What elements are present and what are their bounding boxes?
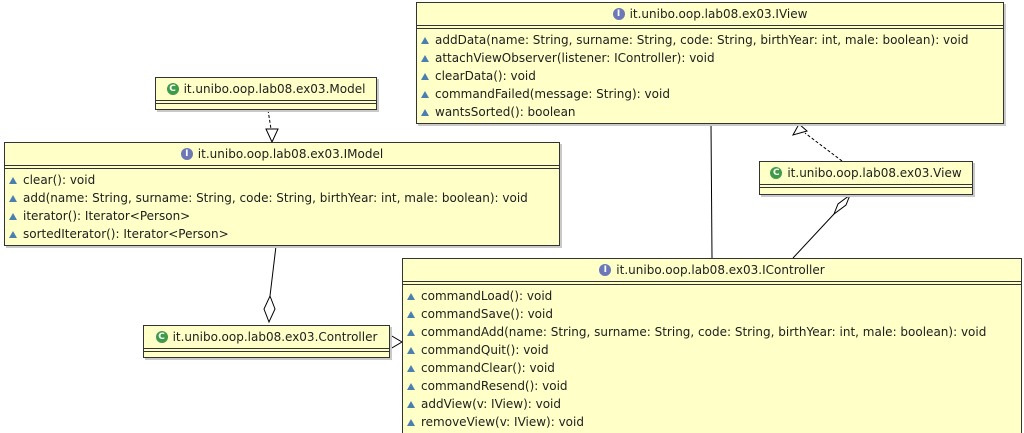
public-visibility-icon	[9, 176, 17, 184]
operation-row: wantsSorted(): boolean	[417, 103, 1003, 121]
aggregation-diamond-view	[832, 193, 852, 216]
class-box-view[interactable]: C it.unibo.oop.lab08.ex03.View	[759, 161, 973, 195]
operation-signature: add(name: String, surname: String, code:…	[23, 191, 528, 205]
edge-view-icontroller-aggregation	[792, 213, 835, 259]
operation-row: commandSave(): void	[403, 305, 1021, 323]
class-header: I it.unibo.oop.lab08.ex03.IController	[403, 259, 1021, 282]
operation-row: commandLoad(): void	[403, 287, 1021, 305]
operation-row: commandFailed(message: String): void	[417, 85, 1003, 103]
operation-signature: commandLoad(): void	[421, 289, 553, 303]
operation-signature: clearData(): void	[435, 69, 536, 83]
class-header: I it.unibo.oop.lab08.ex03.IView	[417, 3, 1003, 26]
public-visibility-icon	[407, 310, 415, 318]
operation-row: addView(v: IView): void	[403, 395, 1021, 413]
operation-signature: commandAdd(name: String, surname: String…	[421, 325, 987, 339]
attribute-compartment	[5, 166, 559, 169]
public-visibility-icon	[407, 400, 415, 408]
edge-iview-icontroller-association	[710, 123, 713, 259]
public-visibility-icon	[421, 90, 429, 98]
class-header: I it.unibo.oop.lab08.ex03.IModel	[5, 143, 559, 166]
operation-row: sortedIterator(): Iterator<Person>	[5, 225, 559, 243]
class-name: it.unibo.oop.lab08.ex03.IController	[616, 263, 825, 277]
edge-model-imodel-realization	[267, 109, 272, 130]
public-visibility-icon	[9, 194, 17, 202]
realization-arrowhead-iview	[791, 123, 809, 136]
class-name: it.unibo.oop.lab08.ex03.Controller	[172, 330, 378, 344]
operation-row: commandAdd(name: String, surname: String…	[403, 323, 1021, 341]
edge-controller-imodel-aggregation	[269, 245, 277, 297]
operation-signature: clear(): void	[23, 173, 96, 187]
class-name: it.unibo.oop.lab08.ex03.IModel	[197, 147, 384, 161]
operation-compartment	[144, 352, 389, 355]
operation-row: commandResend(): void	[403, 377, 1021, 395]
operation-signature: commandResend(): void	[421, 379, 568, 393]
public-visibility-icon	[421, 108, 429, 116]
public-visibility-icon	[421, 72, 429, 80]
class-box-controller[interactable]: C it.unibo.oop.lab08.ex03.Controller	[143, 325, 390, 358]
interface-icon: I	[612, 8, 625, 20]
operation-signature: removeView(v: IView): void	[421, 415, 584, 429]
public-visibility-icon	[9, 230, 17, 238]
attribute-compartment	[760, 185, 972, 188]
operation-signature: commandQuit(): void	[421, 343, 549, 357]
class-box-icontroller[interactable]: I it.unibo.oop.lab08.ex03.IController co…	[402, 258, 1022, 433]
public-visibility-icon	[421, 54, 429, 62]
class-box-imodel[interactable]: I it.unibo.oop.lab08.ex03.IModel clear()…	[4, 142, 560, 246]
operation-row: clear(): void	[5, 171, 559, 189]
public-visibility-icon	[421, 36, 429, 44]
class-name: it.unibo.oop.lab08.ex03.IView	[629, 7, 808, 21]
class-header: C it.unibo.oop.lab08.ex03.Controller	[144, 326, 389, 349]
operation-list: clear(): void add(name: String, surname:…	[5, 169, 559, 243]
class-header: C it.unibo.oop.lab08.ex03.Model	[156, 78, 376, 101]
operation-list: addData(name: String, surname: String, c…	[417, 29, 1003, 121]
public-visibility-icon	[407, 382, 415, 390]
class-icon: C	[155, 331, 168, 343]
operation-signature: addView(v: IView): void	[421, 397, 561, 411]
public-visibility-icon	[407, 364, 415, 372]
public-visibility-icon	[407, 418, 415, 426]
class-box-model[interactable]: C it.unibo.oop.lab08.ex03.Model	[155, 77, 377, 110]
operation-signature: attachViewObserver(listener: IController…	[435, 51, 715, 65]
operation-compartment	[760, 188, 972, 191]
operation-row: removeView(v: IView): void	[403, 413, 1021, 431]
aggregation-diamond-controller	[263, 294, 276, 324]
class-header: C it.unibo.oop.lab08.ex03.View	[760, 162, 972, 185]
operation-list: commandLoad(): void commandSave(): void …	[403, 285, 1021, 431]
public-visibility-icon	[407, 346, 415, 354]
class-icon: C	[770, 167, 783, 179]
operation-signature: wantsSorted(): boolean	[435, 105, 576, 119]
class-box-iview[interactable]: I it.unibo.oop.lab08.ex03.IView addData(…	[416, 2, 1004, 124]
public-visibility-icon	[9, 212, 17, 220]
operation-row: addData(name: String, surname: String, c…	[417, 31, 1003, 49]
operation-signature: iterator(): Iterator<Person>	[23, 209, 191, 223]
attribute-compartment	[417, 26, 1003, 29]
attribute-compartment	[403, 282, 1021, 285]
public-visibility-icon	[407, 328, 415, 336]
operation-signature: addData(name: String, surname: String, c…	[435, 33, 969, 47]
class-icon: C	[166, 83, 179, 95]
operation-row: attachViewObserver(listener: IController…	[417, 49, 1003, 67]
attribute-compartment	[156, 101, 376, 104]
class-name: it.unibo.oop.lab08.ex03.View	[787, 166, 962, 180]
public-visibility-icon	[407, 292, 415, 300]
operation-signature: commandClear(): void	[421, 361, 555, 375]
operation-signature: commandFailed(message: String): void	[435, 87, 670, 101]
operation-row: commandQuit(): void	[403, 341, 1021, 359]
attribute-compartment	[144, 349, 389, 352]
operation-compartment	[156, 104, 376, 107]
interface-icon: I	[180, 148, 193, 160]
operation-row: iterator(): Iterator<Person>	[5, 207, 559, 225]
operation-signature: sortedIterator(): Iterator<Person>	[23, 227, 229, 241]
realization-arrowhead-icontroller	[389, 334, 403, 350]
class-name: it.unibo.oop.lab08.ex03.Model	[183, 82, 366, 96]
operation-row: add(name: String, surname: String, code:…	[5, 189, 559, 207]
interface-icon: I	[599, 264, 612, 276]
realization-arrowhead-imodel	[265, 128, 279, 144]
edge-view-iview-realization	[804, 132, 843, 162]
operation-row: clearData(): void	[417, 67, 1003, 85]
operation-row: commandClear(): void	[403, 359, 1021, 377]
operation-signature: commandSave(): void	[421, 307, 553, 321]
